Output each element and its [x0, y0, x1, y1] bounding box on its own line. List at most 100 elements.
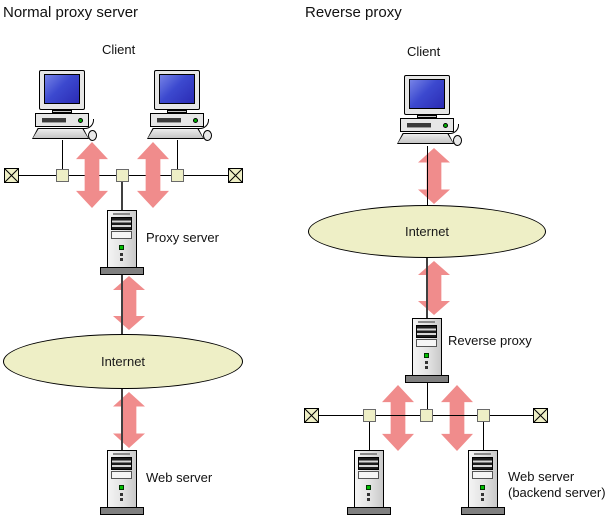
reverse-proxy-label: Reverse proxy	[448, 333, 532, 348]
backend-web-server-label-line2: (backend server)	[508, 485, 606, 500]
monitor-icon	[39, 70, 85, 110]
server-button	[120, 253, 123, 256]
backend-web-server-label-line1: Web server	[508, 469, 575, 484]
server-drive-bay	[111, 471, 132, 479]
connector-line	[427, 383, 428, 409]
mouse-cable	[82, 119, 94, 129]
backend-web-server-icon	[347, 450, 391, 515]
backend-web-server-icon	[461, 450, 505, 515]
internet-ellipse: Internet	[308, 205, 546, 258]
server-vent	[474, 453, 491, 455]
connector-line	[62, 140, 63, 170]
monitor-stand	[167, 110, 187, 113]
backend-web-server-label: Web server (backend server)	[508, 469, 606, 501]
server-drive-bay	[111, 231, 132, 239]
network-node-icon	[116, 169, 129, 182]
proxy-server-label: Proxy server	[146, 230, 219, 245]
system-unit	[35, 113, 89, 127]
double-arrow-icon	[418, 148, 450, 204]
client-computer-icon	[397, 75, 463, 146]
network-node-icon	[56, 169, 69, 182]
server-drive-bay	[416, 325, 437, 338]
terminator-icon	[304, 408, 319, 423]
system-unit	[150, 113, 204, 127]
system-unit	[400, 118, 454, 132]
web-server-label: Web server	[146, 470, 213, 485]
reverse-proxy-icon	[405, 318, 449, 383]
server-button	[367, 493, 370, 496]
screen	[159, 74, 195, 104]
server-button	[120, 258, 123, 261]
double-arrow-icon	[113, 276, 145, 330]
connector-line	[121, 389, 123, 450]
network-node-icon	[420, 409, 433, 422]
terminator-icon	[533, 408, 548, 423]
server-base	[100, 507, 144, 515]
drive-slot	[42, 118, 66, 123]
server-drive-bay	[358, 457, 379, 470]
left-panel-title: Normal proxy server	[3, 4, 139, 21]
right-panel-title: Reverse proxy	[305, 4, 402, 21]
server-vent	[360, 453, 377, 455]
server-led	[480, 485, 485, 490]
mouse-icon	[453, 135, 462, 146]
server-led	[366, 485, 371, 490]
client-computer-icon	[32, 70, 98, 141]
server-base	[347, 507, 391, 515]
server-vent	[113, 213, 130, 215]
drive-slot	[157, 118, 181, 123]
proxy-server-icon	[100, 210, 144, 275]
server-drive-bay	[358, 471, 379, 479]
internet-ellipse: Internet	[3, 334, 243, 389]
monitor-stand	[52, 110, 72, 113]
server-base	[461, 507, 505, 515]
network-node-icon	[477, 409, 490, 422]
server-vent	[418, 321, 435, 323]
server-button	[425, 361, 428, 364]
double-arrow-icon	[418, 261, 450, 315]
server-drive-bay	[111, 217, 132, 230]
server-button	[120, 493, 123, 496]
server-button	[481, 498, 484, 501]
network-node-icon	[363, 409, 376, 422]
keyboard-icon	[147, 128, 204, 139]
connector-line	[426, 258, 428, 318]
server-led	[424, 353, 429, 358]
server-body	[107, 210, 137, 268]
connector-line	[121, 182, 123, 210]
connector-line	[177, 140, 178, 170]
double-arrow-icon	[441, 385, 473, 451]
server-vent	[113, 453, 130, 455]
server-drive-bay	[472, 457, 493, 470]
keyboard-icon	[32, 128, 89, 139]
server-body	[468, 450, 498, 508]
double-arrow-icon	[382, 385, 414, 451]
server-drive-bay	[416, 339, 437, 347]
left-client-label: Client	[102, 42, 136, 57]
server-drive-bay	[472, 471, 493, 479]
server-button	[367, 498, 370, 501]
internet-label: Internet	[404, 224, 450, 239]
server-drive-bay	[111, 457, 132, 470]
web-server-icon	[100, 450, 144, 515]
screen	[44, 74, 80, 104]
server-base	[405, 375, 449, 383]
drive-slot	[407, 123, 431, 128]
network-node-icon	[171, 169, 184, 182]
connector-line	[121, 274, 123, 334]
connector-line	[483, 422, 484, 450]
mouse-cable	[447, 124, 459, 134]
mouse-cable	[197, 119, 209, 129]
server-led	[119, 245, 124, 250]
monitor-icon	[404, 75, 450, 115]
server-body	[412, 318, 442, 376]
terminator-icon	[4, 168, 19, 183]
server-base	[100, 267, 144, 275]
client-computer-icon	[147, 70, 213, 141]
connector-line	[427, 146, 428, 205]
double-arrow-icon	[113, 392, 145, 448]
server-button	[120, 498, 123, 501]
mouse-icon	[88, 130, 97, 141]
server-body	[107, 450, 137, 508]
